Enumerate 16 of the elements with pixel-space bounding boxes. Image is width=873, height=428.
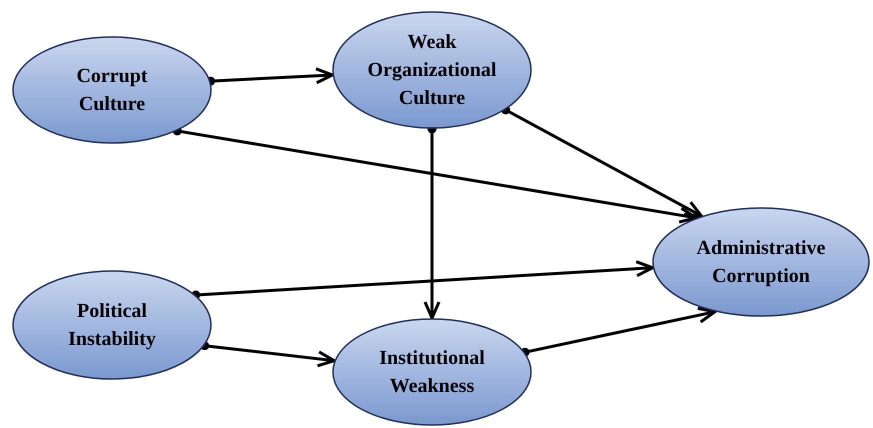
ellipse-node: [12, 270, 212, 380]
node-label: Corrupt Culture: [75, 64, 149, 117]
node-label: Political Instability: [67, 299, 157, 352]
arrow: [206, 67, 334, 86]
arrow: [172, 126, 698, 224]
ellipse-node: [652, 207, 870, 317]
node-label: Administrative Corruption: [696, 236, 826, 289]
node-label: Weak Organizational Culture: [366, 30, 498, 111]
ellipse-node: [332, 318, 532, 426]
arrow: [501, 105, 703, 218]
node-label: Institutional Weakness: [378, 346, 486, 399]
ellipse-node: [332, 11, 532, 129]
arrow: [200, 341, 336, 368]
arrow: [520, 306, 716, 357]
arrow: [191, 260, 654, 300]
ellipse-node: [12, 36, 212, 144]
